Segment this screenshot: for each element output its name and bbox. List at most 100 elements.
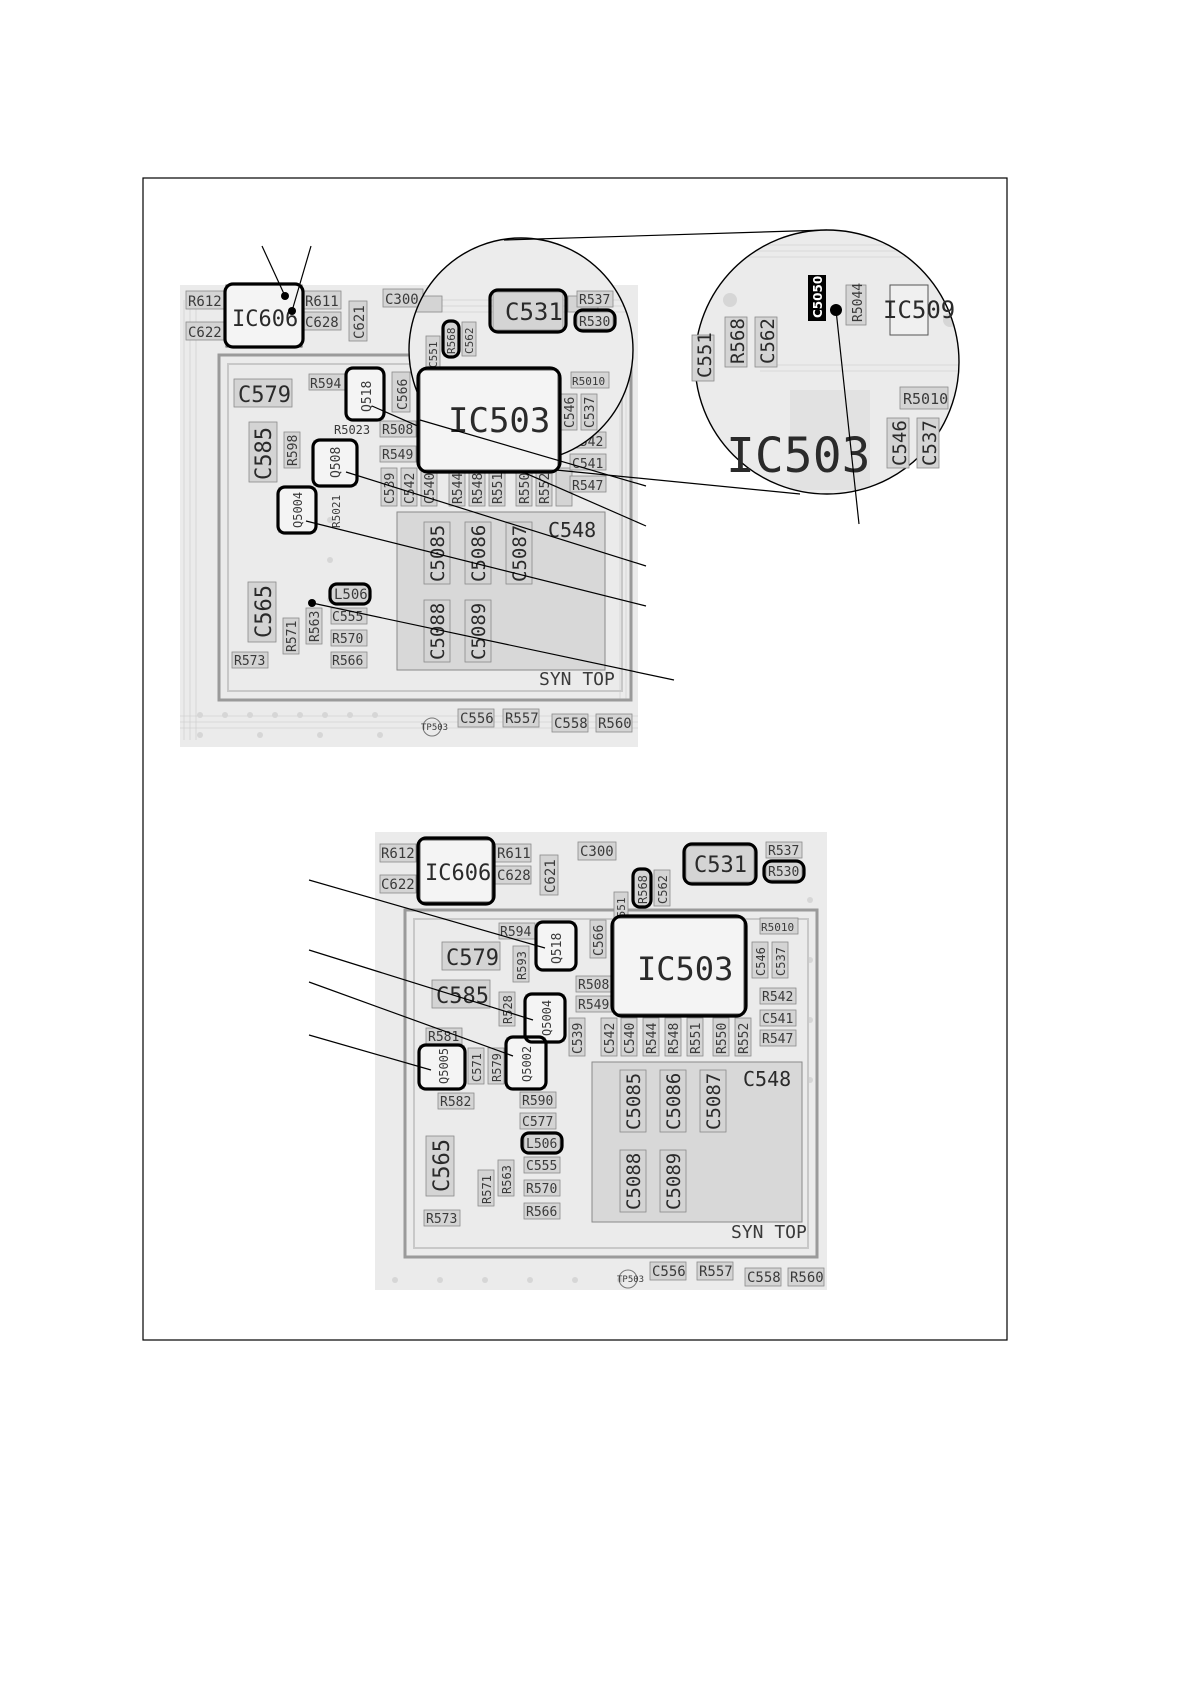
- z-r568-label: R568: [727, 318, 749, 364]
- b-c558-label: C558: [747, 1270, 781, 1286]
- c5086-label: C5086: [468, 525, 490, 582]
- b-r549-label: R549: [578, 998, 609, 1013]
- z-c562-part: [754, 316, 778, 368]
- b-c5089-part: [659, 1149, 687, 1213]
- q518-highlight: [344, 366, 386, 422]
- b-r566-part: [523, 1202, 561, 1220]
- r560-label: R560: [598, 716, 632, 732]
- c628-label: C628: [305, 315, 339, 331]
- b-ic606-label: IC606: [425, 861, 491, 886]
- q5004-label: Q5004: [291, 492, 305, 528]
- b-ic606-highlight: [416, 836, 496, 906]
- b-l506-highlight: [520, 1131, 564, 1155]
- r549-part: [379, 445, 417, 463]
- mag-c562-label: C562: [463, 328, 476, 355]
- r571-part: [282, 617, 300, 655]
- b-c546-label: C546: [754, 947, 768, 976]
- c5087-label: C5087: [509, 525, 531, 582]
- b-c5088-part: [619, 1149, 647, 1213]
- c5085-part: [423, 521, 451, 585]
- l506-leader-dot: [308, 599, 316, 607]
- zoom-view: C5050 R5044 IC509 C551 R568 C562 R5010 I…: [691, 229, 960, 525]
- b-r5010-part: [759, 917, 799, 935]
- b-ic503-part: [613, 917, 745, 1015]
- z-r5010-label: R5010: [903, 390, 948, 408]
- r611-label: R611: [305, 294, 339, 310]
- q508-label: Q508: [329, 447, 344, 478]
- b-r568-highlight: [631, 867, 653, 909]
- b-q518-label: Q518: [550, 933, 565, 964]
- mag-c537-label: C537: [583, 397, 598, 428]
- b-r544-label: R544: [645, 1023, 660, 1054]
- b-q5002-part: [506, 1037, 546, 1089]
- mag-r537-part: [576, 290, 614, 308]
- c566-part: [391, 371, 411, 413]
- c579-label: C579: [238, 383, 291, 408]
- c621-part: [348, 300, 368, 342]
- c5086-part: [464, 521, 492, 585]
- c555-part: [330, 607, 368, 625]
- b-r571-part: [477, 1169, 495, 1207]
- b-c555-label: C555: [526, 1159, 557, 1174]
- ic606-leader-dot-a: [281, 292, 289, 300]
- b-c5085-part: [619, 1069, 647, 1133]
- r550-label: R550: [518, 473, 533, 504]
- b-c540-label: C540: [623, 1023, 638, 1054]
- r508-label: R508: [382, 423, 413, 438]
- c5050-label: C5050: [811, 276, 825, 318]
- l506-leader: [311, 602, 675, 681]
- c621-label: C621: [352, 305, 368, 339]
- zoom-connector-bottom: [555, 469, 801, 495]
- c565-label: C565: [252, 585, 277, 638]
- top-view: R612 C622 IC606 R611 C628 C621 C300 C579…: [180, 245, 675, 747]
- r5044-part: [845, 284, 867, 326]
- mag-c531-label: C531: [505, 298, 563, 326]
- bottom-row-parts: [568, 1017, 752, 1057]
- mag-r530-highlight: [573, 308, 617, 333]
- r566-label: R566: [332, 654, 363, 669]
- b-c531-part: [685, 845, 755, 883]
- z-r5010-part: [899, 386, 949, 410]
- c558-part: [551, 713, 589, 733]
- ic606-leader-b: [291, 245, 312, 312]
- mag-c546-label: C546: [563, 397, 578, 428]
- c548-label: C548: [548, 518, 596, 542]
- syn-top-label: SYN TOP: [539, 669, 615, 690]
- b-r582-part: [437, 1092, 475, 1110]
- r5023-label: R5023: [334, 423, 370, 437]
- b-r547-part: [759, 1029, 797, 1047]
- b-c5088-label: C5088: [623, 1153, 645, 1210]
- z-c546-part: [886, 417, 910, 469]
- b-r5010-label: R5010: [761, 921, 794, 934]
- b-c556-label: C556: [652, 1264, 686, 1280]
- z-c537-part: [916, 417, 940, 469]
- b-r542-part: [759, 987, 797, 1005]
- q508-part: [313, 440, 357, 486]
- z-c551-label: C551: [694, 332, 716, 378]
- b-r557-label: R557: [699, 1264, 733, 1280]
- r557-part: [502, 708, 540, 728]
- c566-label: C566: [396, 379, 411, 410]
- b-ic606-part: [419, 839, 493, 903]
- z-c562-label: C562: [757, 318, 779, 364]
- b-c300-label: C300: [580, 844, 614, 860]
- b-r570-part: [523, 1179, 561, 1197]
- b-c300-part: [577, 841, 617, 861]
- ic606-label: IC606: [232, 307, 298, 332]
- b-q5004-label: Q5004: [540, 1000, 554, 1036]
- b-q5005-leader: [308, 1034, 432, 1071]
- b-ic503-label: IC503: [637, 950, 733, 988]
- c579-part: [233, 378, 293, 408]
- c585-label: C585: [252, 427, 277, 480]
- r557-label: R557: [505, 711, 539, 727]
- b-c566-label: C566: [592, 925, 607, 956]
- tp503-pad: [422, 717, 442, 737]
- b-r548-label: R548: [667, 1023, 682, 1054]
- figure-frame: [142, 177, 1008, 1341]
- q508-highlight: [311, 438, 359, 488]
- c622-label: C622: [188, 325, 222, 341]
- mag-c562-part: [461, 321, 477, 357]
- mag-r568-label: R568: [445, 328, 458, 355]
- mag-ic503-highlight: [416, 366, 562, 474]
